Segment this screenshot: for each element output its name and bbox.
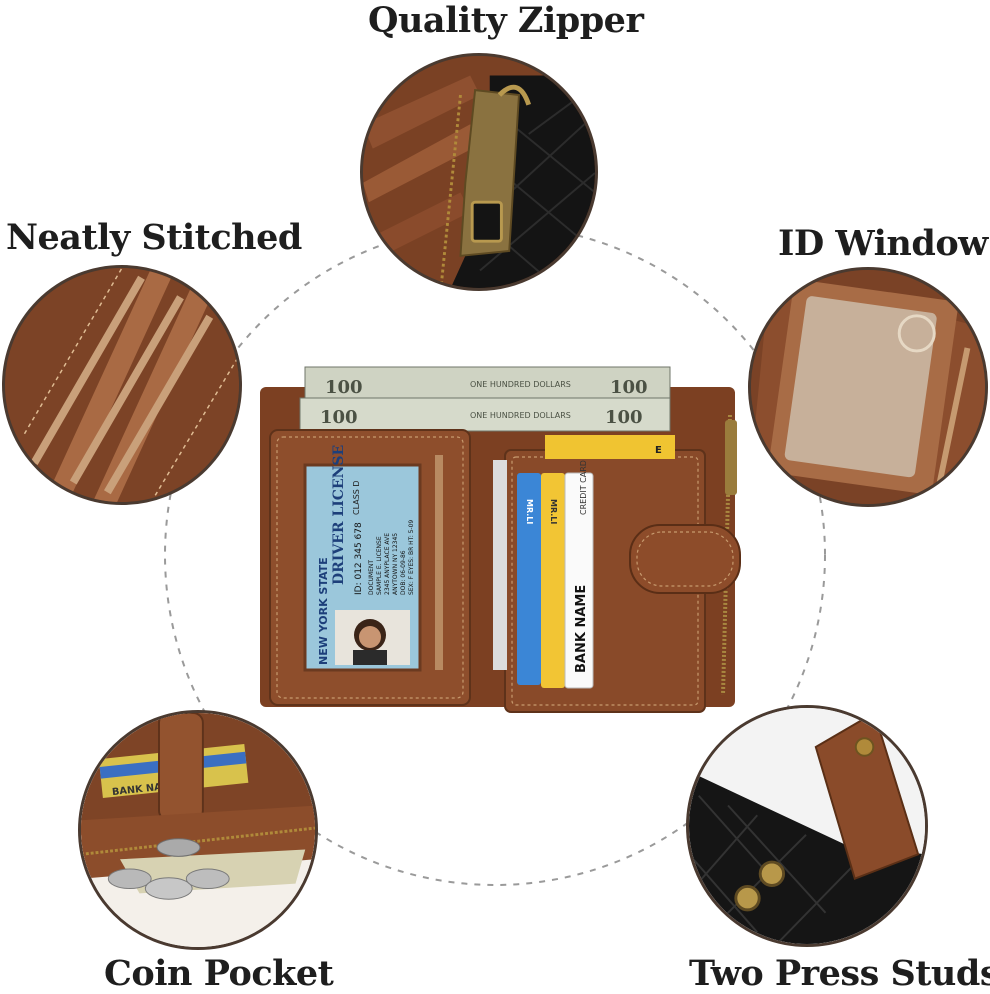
license-title: DRIVER LICENSE	[331, 445, 347, 585]
license-class: CLASS D	[352, 480, 361, 515]
label-id-window: ID Window	[778, 223, 988, 264]
svg-text:SEX: F EYES: BR HT: 5-09: SEX: F EYES: BR HT: 5-09	[408, 520, 415, 595]
svg-text:ONE HUNDRED DOLLARS: ONE HUNDRED DOLLARS	[470, 380, 571, 389]
card-yellow-name: MR.LI	[549, 499, 558, 524]
id-window-closeup-image	[748, 267, 988, 507]
banknote-front: 100 ONE HUNDRED DOLLARS 100	[299, 397, 671, 432]
svg-text:100: 100	[605, 407, 643, 428]
zipper-closeup-image	[360, 53, 598, 291]
svg-text:2345 ANYPLACE AVE: 2345 ANYPLACE AVE	[384, 533, 391, 595]
label-two-press-studs: Two Press Studs	[689, 953, 990, 994]
label-neatly-stitched: Neatly Stitched	[6, 217, 302, 258]
coin-pocket-closeup-image: BANK NAME	[78, 710, 318, 950]
card-blue-name: MR.LI	[525, 499, 534, 524]
svg-text:DOB: 06-09-86: DOB: 06-09-86	[400, 550, 407, 595]
svg-text:100: 100	[320, 407, 358, 428]
label-coin-pocket: Coin Pocket	[104, 953, 334, 994]
wallet-main-image: 100 ONE HUNDRED DOLLARS 100 100 ONE HUND…	[260, 366, 741, 713]
card-yellow-top-label: E	[655, 445, 662, 456]
press-studs-closeup-image	[686, 705, 928, 947]
banknote-back: 100 ONE HUNDRED DOLLARS 100	[304, 366, 671, 403]
card-bank-name: BANK NAME	[574, 585, 589, 673]
license-state: NEW YORK STATE	[317, 557, 330, 665]
svg-text:ANYTOWN NY 12345: ANYTOWN NY 12345	[392, 533, 399, 595]
svg-text:SAMPLE E. LICENSE: SAMPLE E. LICENSE	[376, 536, 383, 595]
svg-text:ONE HUNDRED DOLLARS: ONE HUNDRED DOLLARS	[470, 411, 571, 420]
svg-text:100: 100	[610, 377, 648, 398]
card-credit-card-title: CREDIT CARD	[579, 460, 588, 515]
license-id: ID: 012 345 678	[354, 522, 364, 595]
label-quality-zipper: Quality Zipper	[368, 0, 644, 41]
svg-text:100: 100	[325, 377, 363, 398]
svg-text:DOCUMENT: DOCUMENT	[368, 560, 375, 595]
stitching-closeup-image	[2, 265, 242, 505]
